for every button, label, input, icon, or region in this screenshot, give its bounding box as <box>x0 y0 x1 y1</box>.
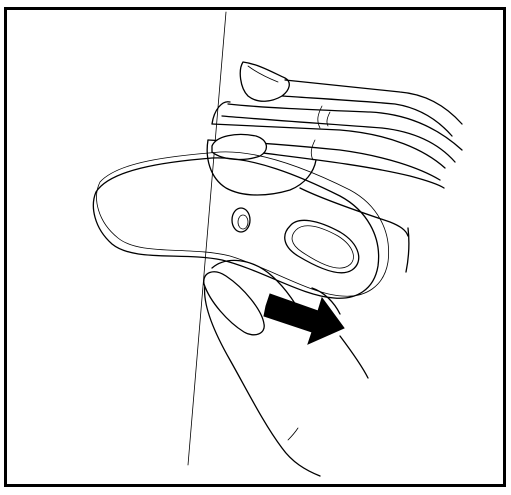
door-edge-line <box>188 12 226 465</box>
door-lever-handle <box>93 152 388 298</box>
figure-border <box>6 9 505 486</box>
upper-hand-icon <box>207 62 462 272</box>
thumb-icon <box>204 260 368 476</box>
